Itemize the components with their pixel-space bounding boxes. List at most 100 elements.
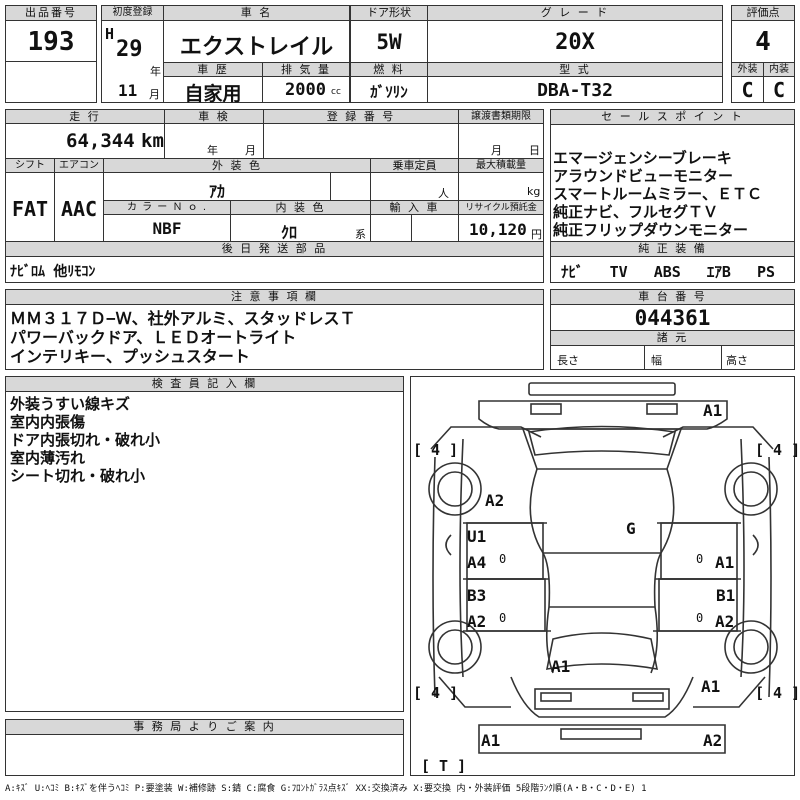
model: DBA-T32 xyxy=(537,80,613,101)
note-line: パワーバックドア、ＬＥＤオートライト xyxy=(10,328,297,347)
lot-no-cell: 193 xyxy=(5,20,97,62)
first-reg-label: 初度登録 xyxy=(101,5,164,21)
height-cell: 高さ xyxy=(721,345,795,370)
width-cell: 幅 xyxy=(644,345,722,370)
import-cell-b xyxy=(411,214,459,242)
first-reg-cell: H 29 年 11 月 xyxy=(101,20,164,103)
mark-bumper-left: A1 xyxy=(481,731,501,750)
transfer-month-unit: 月 xyxy=(491,144,502,157)
mark-zero: 0 xyxy=(696,611,704,625)
office-cell xyxy=(5,734,404,776)
mark-bumper-right: A2 xyxy=(703,731,723,750)
length-label: 長さ xyxy=(557,354,579,367)
sales-point: 純正ナビ、フルセグＴＶ xyxy=(553,203,719,221)
mileage-label: 走 行 xyxy=(5,109,165,124)
transfer-cell: 月 日 xyxy=(458,123,544,159)
import-label: 輸 入 車 xyxy=(370,200,459,215)
mark-zero: 0 xyxy=(696,552,704,566)
mark-roof: G xyxy=(626,519,636,538)
era: H xyxy=(105,25,115,43)
mark-zero: 0 xyxy=(499,552,507,566)
lot-no: 193 xyxy=(27,27,75,57)
recycle-unit: 円 xyxy=(531,228,542,241)
lot-no-label: 出品番号 xyxy=(5,5,97,21)
history-label: 車 歴 xyxy=(163,62,263,77)
ext-color-sub xyxy=(330,172,371,201)
sales-point: アラウンドビューモニター xyxy=(553,167,734,185)
tire-front-left: [ 4 ] xyxy=(413,441,459,459)
equip-item: ﾅﾋﾞ xyxy=(561,263,584,281)
transfer-day-unit: 日 xyxy=(529,144,540,157)
equip-item: PS xyxy=(756,263,776,281)
inspection-label: 車 検 xyxy=(164,109,264,124)
reg-no-label: 登 録 番 号 xyxy=(263,109,459,124)
displacement-unit: cc xyxy=(331,87,341,97)
mark-left-front-a: A4 xyxy=(467,553,487,572)
car-name-cell: エクストレイル xyxy=(163,20,350,63)
sales-point: エマージェンシーブレーキ xyxy=(553,149,732,167)
inspector-label: 検 査 員 記 入 欄 xyxy=(5,376,404,392)
delivery: ﾅﾋﾞﾛﾑ 他ﾘﾓｺﾝ xyxy=(10,264,96,280)
capacity-label: 乗車定員 xyxy=(370,158,459,173)
int-score: C xyxy=(772,78,786,102)
recycle-label: リサイクル預託金 xyxy=(458,200,544,215)
shift-label: シフト xyxy=(5,158,55,173)
doors-cell: 5W xyxy=(350,20,428,63)
equip-cell: ﾅﾋﾞ TV ABS ｴｱB PS PW xyxy=(550,256,795,283)
chassis-cell: 044361 xyxy=(550,304,795,331)
color-no-cell: NBF xyxy=(103,214,231,242)
note-line: インテリキー、プッシュスタート xyxy=(10,347,250,366)
mileage: 64,344 xyxy=(66,130,135,152)
fuel: ｶﾞｿﾘﾝ xyxy=(370,83,408,101)
notes-lines: ＭＭ３１７Ｄ−Ｗ、社外アルミ、スタッドレスＴ パワーバックドア、ＬＥＤオートライ… xyxy=(10,309,355,366)
inspector-line: 室内薄汚れ xyxy=(10,449,86,467)
capacity-cell: 人 xyxy=(370,172,459,201)
year-unit: 年 xyxy=(150,65,161,78)
fuel-cell: ｶﾞｿﾘﾝ xyxy=(350,76,428,103)
recycle-cell: 10,120 円 xyxy=(458,214,544,242)
lot-blank xyxy=(5,61,97,103)
equip-item: ABS xyxy=(653,263,681,281)
spec-label: 諸 元 xyxy=(550,330,795,346)
model-cell: DBA-T32 xyxy=(427,76,723,103)
max-load-label: 最大積載量 xyxy=(458,158,544,173)
mark-left-rear-b: B3 xyxy=(467,586,487,605)
ac-cell: AAC xyxy=(54,172,104,242)
int-color-unit: 系 xyxy=(355,228,366,241)
ext-score-cell: C xyxy=(731,76,764,103)
tire-spare: [ T ] xyxy=(421,757,467,775)
int-color: ｸﾛ xyxy=(281,223,298,242)
mark-top-right: A1 xyxy=(703,401,723,420)
score: 4 xyxy=(755,27,771,57)
insp-year-unit: 年 xyxy=(207,144,218,157)
inspector-line: シート切れ・破れ小 xyxy=(10,467,146,485)
delivery-label: 後 日 発 送 部 品 xyxy=(5,241,544,257)
doors-label: ドア形状 xyxy=(350,5,428,21)
length-cell: 長さ xyxy=(550,345,645,370)
doors: 5W xyxy=(376,30,402,54)
mark-zero: 0 xyxy=(499,611,507,625)
ext-color-label: 外 装 色 xyxy=(103,158,371,173)
max-load-cell: kg xyxy=(458,172,544,201)
reg-month: 11 xyxy=(118,81,138,100)
mark-hood-left: A2 xyxy=(485,491,505,510)
int-color-label: 内 装 色 xyxy=(230,200,371,215)
mark-left-rear-a: A2 xyxy=(467,612,487,631)
color-no: NBF xyxy=(152,219,182,238)
grade-label: グ レ ー ド xyxy=(427,5,723,21)
int-score-cell: C xyxy=(763,76,795,103)
sales-points: エマージェンシーブレーキ アラウンドビューモニター スマートルームミラー、ＥＴＣ… xyxy=(553,149,762,239)
note-line: ＭＭ３１７Ｄ−Ｗ、社外アルミ、スタッドレスＴ xyxy=(10,309,356,328)
reg-year: 29 xyxy=(116,37,143,62)
shift-cell: FAT xyxy=(5,172,55,242)
ac: AAC xyxy=(60,197,98,221)
tire-rear-left: [ 4 ] xyxy=(413,684,459,702)
fuel-label: 燃 料 xyxy=(350,62,428,77)
int-color-cell: ｸﾛ 系 xyxy=(230,214,371,242)
equip-item: ｴｱB xyxy=(706,263,731,281)
notes-label: 注 意 事 項 欄 xyxy=(5,289,544,305)
inspection-cell: 年 月 xyxy=(164,123,264,159)
mark-rear-right: A1 xyxy=(701,677,721,696)
import-cell-a xyxy=(370,214,412,242)
ext-label: 外装 xyxy=(731,62,764,77)
